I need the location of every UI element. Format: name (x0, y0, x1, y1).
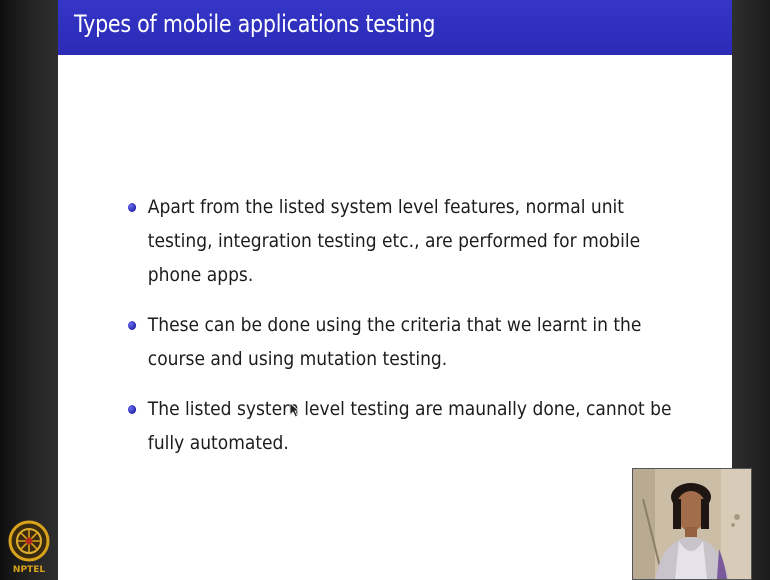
bullet-item-3: The listed system level testing are maun… (128, 392, 688, 460)
bullet-dot-icon (128, 321, 137, 330)
left-border-strip (0, 0, 58, 580)
bullet-dot-icon (128, 203, 137, 212)
bullet-text-3: The listed system level testing are maun… (147, 398, 672, 454)
bullet-text-2: These can be done using the criteria tha… (147, 314, 642, 370)
presenter-video-image (633, 469, 751, 579)
bullet-text-1: Apart from the listed system level featu… (147, 196, 641, 286)
nptel-logo: NPTEL (4, 518, 54, 580)
slide-title: Types of mobile applications testing (74, 10, 436, 38)
bullet-list: Apart from the listed system level featu… (128, 190, 672, 476)
bullet-item-1: Apart from the listed system level featu… (128, 190, 688, 292)
bullet-dot-icon (128, 405, 137, 414)
presenter-webcam-inset (632, 468, 752, 580)
bullet-item-2: These can be done using the criteria tha… (128, 308, 688, 376)
presentation-slide: Types of mobile applications testing Apa… (58, 0, 732, 580)
mouse-pointer-icon (289, 402, 301, 418)
nptel-logo-icon (8, 520, 50, 562)
nptel-logo-text: NPTEL (12, 565, 46, 575)
slide-title-bar: Types of mobile applications testing (58, 0, 732, 55)
